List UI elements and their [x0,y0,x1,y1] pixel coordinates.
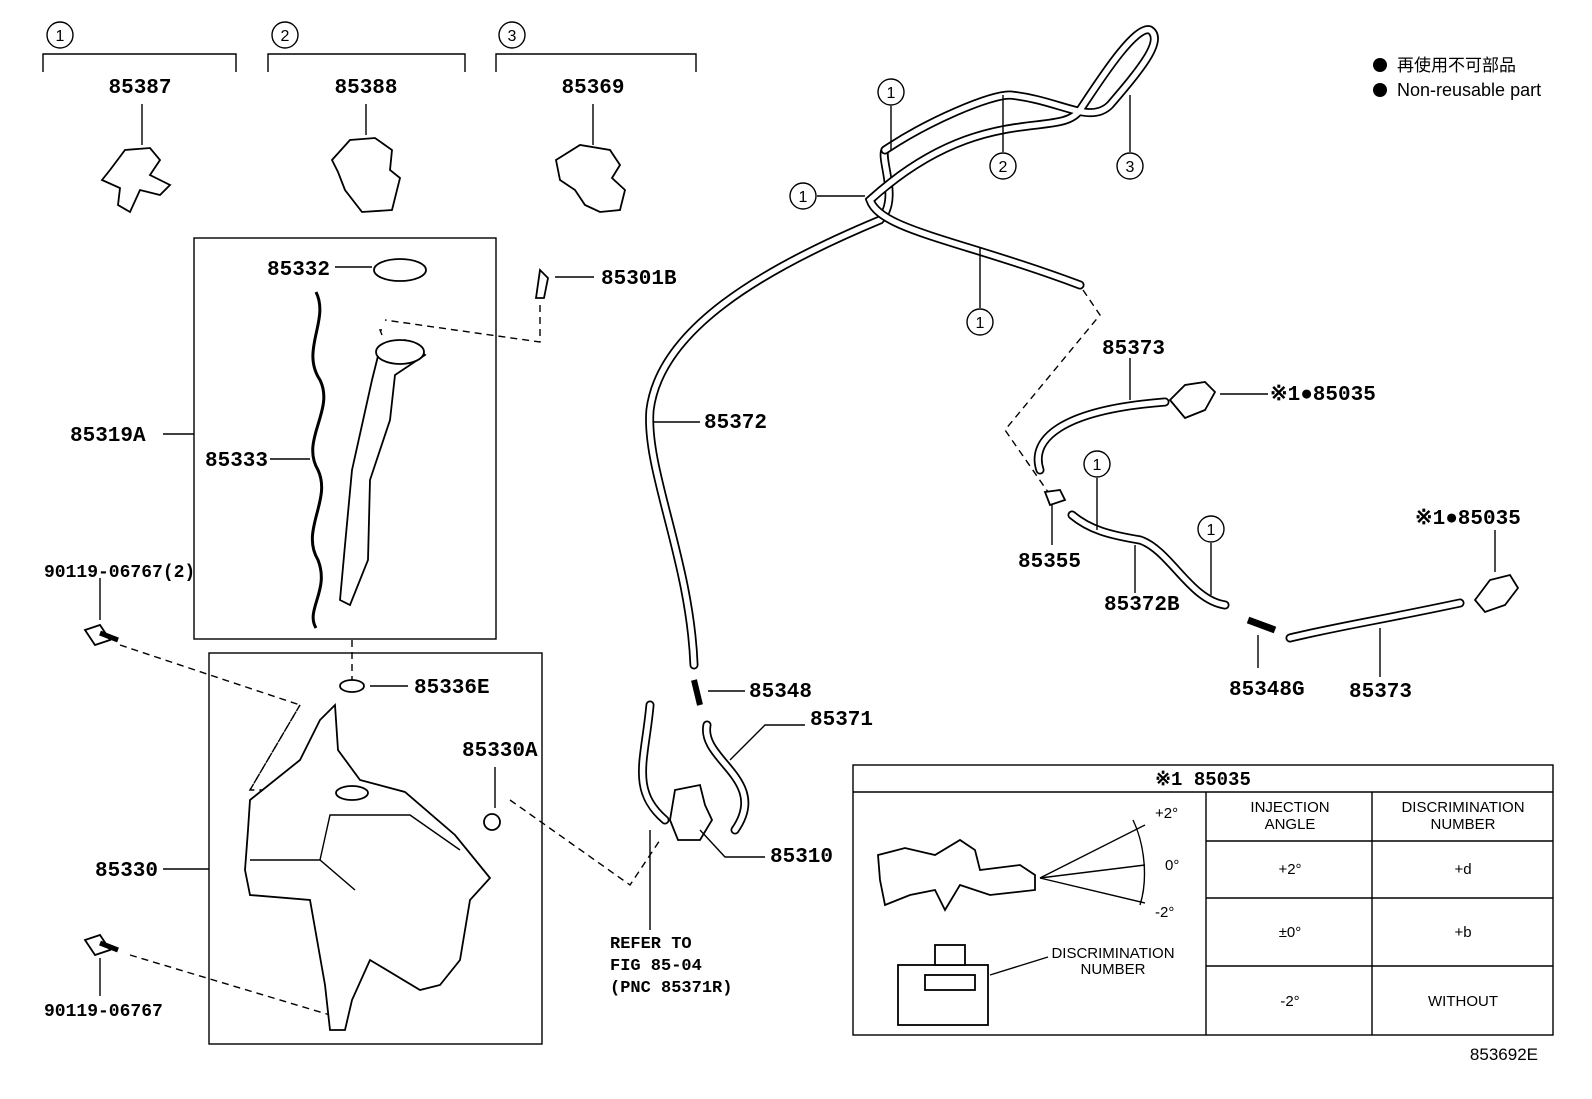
table-cell: +d [1454,861,1471,878]
pump-85310-icon [669,783,714,841]
refer-line2: FIG 85-04 [610,957,702,976]
svg-text:3: 3 [1126,159,1135,176]
refer-line1: REFER TO [610,935,692,954]
svg-text:DISCRIMINATION: DISCRIMINATION [1051,945,1174,962]
clip-group-2: 2 85388 [267,21,466,213]
washer-tank-icon [244,702,492,1031]
nozzle-side-icon [877,838,1036,912]
nozzle-85035-icon [1168,381,1217,420]
grommet-85336E-icon [339,679,365,693]
nozzle-bottom-icon [897,964,989,1026]
refer-line3: (PNC 85371R) [610,979,732,998]
part-85333: 85333 [205,450,268,473]
part-85348G: 85348G [1229,679,1305,702]
hose-clip-marker: 1 [877,78,905,150]
part-85372B: 85372B [1104,594,1180,617]
svg-text:1: 1 [799,189,808,206]
clip-85301B-icon [534,268,549,299]
part-90119-2: 90119-06767(2) [44,563,195,583]
part-number: 85387 [108,77,171,100]
part-85332: 85332 [267,259,330,282]
table-cell: +2° [1278,861,1301,878]
svg-text:1: 1 [1093,457,1102,474]
part-90119: 90119-06767 [44,1002,163,1022]
nozzle-detail-inset: ※1 85035 INJECTION ANGLE DISCRIMINATION … [852,764,1554,1036]
legend-en: Non-reusable part [1397,80,1541,100]
hose-clip-marker: 1 [789,182,865,210]
svg-text:3: 3 [508,28,517,45]
svg-text:NUMBER: NUMBER [1430,816,1495,833]
filler-assembly-box [193,237,497,640]
non-reusable-bullet-icon [1373,83,1387,97]
hose-clip-marker: 2 [989,95,1017,180]
hose-clip-marker: 3 [1116,95,1144,180]
clip-group-1: 1 85387 [42,21,237,214]
part-85371: 85371 [810,709,873,732]
svg-text:ANGLE: ANGLE [1265,816,1316,833]
svg-text:0°: 0° [1165,857,1179,874]
part-85330A: 85330A [462,740,538,763]
part-85336E: 85336E [414,677,490,700]
svg-text:1: 1 [1207,522,1216,539]
svg-text:1: 1 [56,28,65,45]
strap-85333-icon [310,291,326,629]
tank-assembly-box [208,652,543,1045]
part-85035-a: ※1●85035 [1270,383,1376,407]
grommet-85330A-icon [483,813,501,831]
part-85035-b: ※1●85035 [1415,507,1521,531]
bolt-icon [83,623,112,647]
svg-text:INJECTION: INJECTION [1250,799,1329,816]
part-85348: 85348 [749,681,812,704]
nozzle-85035-icon [1473,573,1520,614]
svg-text:1: 1 [887,85,896,102]
clip-group-3: 3 85369 [495,21,697,213]
cap-85332-icon [373,258,427,282]
part-85319A: 85319A [70,425,146,448]
svg-text:1: 1 [976,315,985,332]
table-cell: +b [1454,924,1471,941]
svg-text:+2°: +2° [1155,805,1178,822]
part-85355: 85355 [1018,551,1081,574]
part-85301B: 85301B [601,268,677,291]
hose-85371 [702,720,750,835]
legend-jp: 再使用不可部品 [1397,55,1516,75]
part-85372: 85372 [704,412,767,435]
part-85373-b: 85373 [1349,681,1412,704]
part-85310: 85310 [770,846,833,869]
joint-85355-icon [1043,489,1067,507]
hose-clip-marker: 1 [1197,515,1225,595]
inset-title: ※1 85035 [1155,769,1251,791]
svg-text:2: 2 [999,159,1008,176]
table-cell: -2° [1280,993,1299,1010]
hose-clip-marker: 1 [1083,450,1111,530]
part-85373-a: 85373 [1102,338,1165,361]
part-number: 85369 [561,77,624,100]
non-reusable-bullet-icon [1373,58,1387,72]
svg-text:DISCRIMINATION: DISCRIMINATION [1401,799,1524,816]
svg-text:-2°: -2° [1155,904,1174,921]
figure-id: 853692E [1470,1045,1538,1064]
filler-neck-icon [339,339,427,607]
clip-85369-icon [554,144,627,213]
table-cell: ±0° [1279,924,1302,941]
svg-text:NUMBER: NUMBER [1080,961,1145,978]
bolt-icon [83,933,112,957]
clip-85387-icon [100,147,172,214]
part-85330: 85330 [95,860,158,883]
table-cell: WITHOUT [1428,993,1498,1010]
clip-85388-icon [330,137,402,213]
hose-clip-marker: 1 [966,248,994,336]
svg-text:2: 2 [281,28,290,45]
part-number: 85388 [334,77,397,100]
